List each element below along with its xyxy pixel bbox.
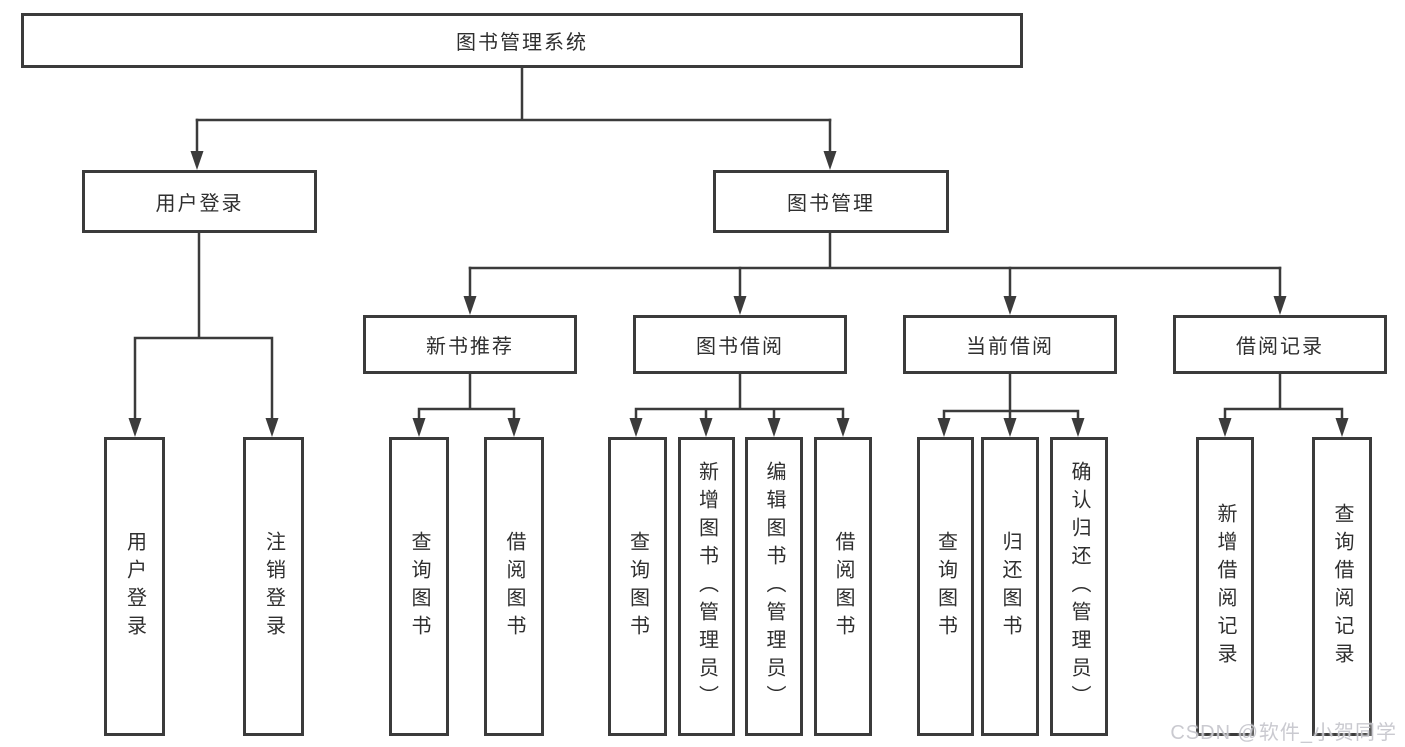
- leaf-query-borrow-records-label: 查询借阅记录: [1331, 502, 1353, 671]
- node-library-management-system-label: 图书管理系统: [456, 32, 588, 54]
- node-book-management-label: 图书管理: [787, 193, 875, 215]
- arrowheads: [128, 151, 1349, 437]
- node-new-book-recommendation-label: 新书推荐: [426, 336, 514, 358]
- leaf-edit-books-admin: 编辑图书（管理员）: [745, 437, 803, 736]
- node-user-login: 用户登录: [82, 170, 317, 233]
- node-book-management: 图书管理: [713, 170, 949, 233]
- leaf-borrow-books-1: 借阅图书: [484, 437, 544, 736]
- node-book-borrowing: 图书借阅: [633, 315, 847, 374]
- leaf-user-login: 用户登录: [104, 437, 165, 736]
- leaf-query-books-3: 查询图书: [917, 437, 974, 736]
- leaf-query-books-2: 查询图书: [608, 437, 667, 736]
- node-borrowing-records-label: 借阅记录: [1236, 336, 1324, 358]
- leaf-confirm-return-admin: 确认归还（管理员）: [1050, 437, 1108, 736]
- leaf-query-books-1: 查询图书: [389, 437, 449, 736]
- leaf-user-login-label: 用户登录: [123, 530, 146, 643]
- node-new-book-recommendation: 新书推荐: [363, 315, 577, 374]
- node-current-borrowing: 当前借阅: [903, 315, 1117, 374]
- leaf-logout-label: 注销登录: [262, 530, 285, 643]
- leaf-return-books-label: 归还图书: [999, 530, 1021, 643]
- leaf-edit-books-admin-label: 编辑图书（管理员）: [763, 460, 785, 713]
- node-book-borrowing-label: 图书借阅: [696, 336, 784, 358]
- leaf-add-borrow-record-label: 新增借阅记录: [1214, 502, 1236, 671]
- node-borrowing-records: 借阅记录: [1173, 315, 1387, 374]
- node-library-management-system: 图书管理系统: [21, 13, 1023, 68]
- leaf-borrow-books-1-label: 借阅图书: [503, 530, 525, 643]
- leaf-confirm-return-admin-label: 确认归还（管理员）: [1068, 460, 1090, 713]
- node-user-login-label: 用户登录: [155, 193, 244, 215]
- leaf-add-borrow-record: 新增借阅记录: [1196, 437, 1254, 736]
- leaf-return-books: 归还图书: [981, 437, 1039, 736]
- leaf-add-books-admin-label: 新增图书（管理员）: [695, 460, 718, 713]
- leaf-borrow-books-2-label: 借阅图书: [832, 530, 854, 643]
- csdn-watermark: CSDN @软件_小贺同学: [1170, 722, 1397, 744]
- leaf-query-books-3-label: 查询图书: [934, 530, 957, 643]
- leaf-query-books-1-label: 查询图书: [408, 530, 430, 643]
- leaf-logout: 注销登录: [243, 437, 304, 736]
- leaf-add-books-admin: 新增图书（管理员）: [678, 437, 735, 736]
- node-current-borrowing-label: 当前借阅: [966, 336, 1054, 358]
- leaf-borrow-books-2: 借阅图书: [814, 437, 872, 736]
- leaf-query-books-2-label: 查询图书: [626, 530, 649, 643]
- leaf-query-borrow-records: 查询借阅记录: [1312, 437, 1372, 736]
